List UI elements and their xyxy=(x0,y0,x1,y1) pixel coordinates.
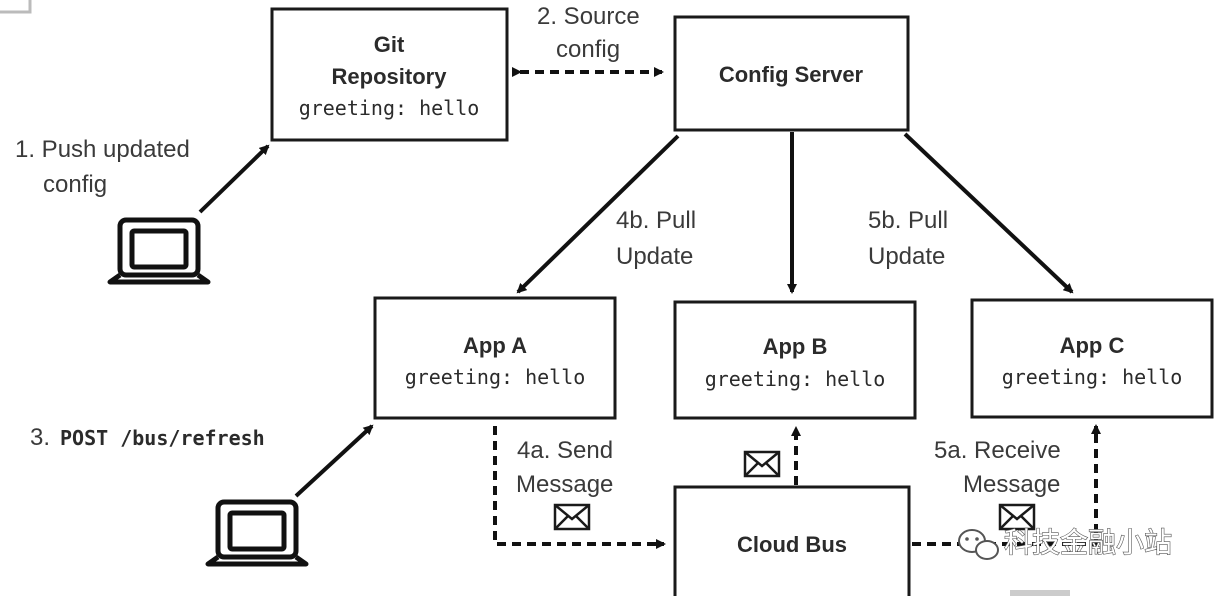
app-b-title: App B xyxy=(763,334,828,359)
receive-label-line1: 5a. Receive xyxy=(934,437,1061,464)
pull-a-label-line1: 4b. Pull xyxy=(616,207,696,234)
app-b-box: App B greeting: hello xyxy=(673,300,917,420)
send-label-line2: Message xyxy=(516,471,613,498)
window-corner-icon xyxy=(0,0,32,14)
git-title-line2: Repository xyxy=(332,64,448,89)
send-message-arrow xyxy=(493,426,666,549)
watermark-text: 科技金融小站 xyxy=(1004,526,1172,559)
pull-a-label-line2: Update xyxy=(616,243,693,270)
git-property: greeting: hello xyxy=(299,96,480,120)
push-arrow xyxy=(198,144,270,214)
cropped-text-fragment xyxy=(1010,590,1070,596)
refresh-label-command: POST /bus/refresh xyxy=(60,426,265,450)
push-label-line2: config xyxy=(43,171,107,198)
pull-update-c-arrow xyxy=(903,132,1074,294)
envelope-icon xyxy=(553,503,591,531)
push-label-line1: 1. Push updated xyxy=(15,136,190,163)
app-a-property: greeting: hello xyxy=(405,365,586,389)
refresh-label-prefix: 3. xyxy=(30,424,50,451)
app-c-box: App C greeting: hello xyxy=(970,298,1214,419)
send-label-line1: 4a. Send xyxy=(517,437,613,464)
app-b-property: greeting: hello xyxy=(705,367,886,391)
git-title-line1: Git xyxy=(374,32,405,57)
pull-update-a-arrow xyxy=(516,134,680,294)
app-c-property: greeting: hello xyxy=(1002,365,1183,389)
git-repository-box: Git Repository greeting: hello xyxy=(270,7,509,142)
laptop-icon xyxy=(205,499,309,567)
laptop-icon xyxy=(107,217,211,285)
wechat-icon xyxy=(958,529,999,560)
post-refresh-arrow xyxy=(294,424,374,498)
receive-label-line2: Message xyxy=(963,471,1060,498)
source-label-line1: 2. Source xyxy=(537,3,640,30)
app-a-box: App A greeting: hello xyxy=(373,296,617,420)
app-c-title: App C xyxy=(1060,333,1125,358)
pull-c-label-line1: 5b. Pull xyxy=(868,207,948,234)
envelope-icon xyxy=(743,450,781,478)
config-server-box: Config Server xyxy=(673,15,910,132)
envelope-icon xyxy=(998,503,1036,531)
pull-c-label-line2: Update xyxy=(868,243,945,270)
app-a-title: App A xyxy=(463,333,527,358)
source-label-line2: config xyxy=(556,36,620,63)
config-server-title: Config Server xyxy=(719,62,864,87)
cloud-bus-box: Cloud Bus xyxy=(673,485,911,596)
cloud-bus-title: Cloud Bus xyxy=(737,532,847,557)
